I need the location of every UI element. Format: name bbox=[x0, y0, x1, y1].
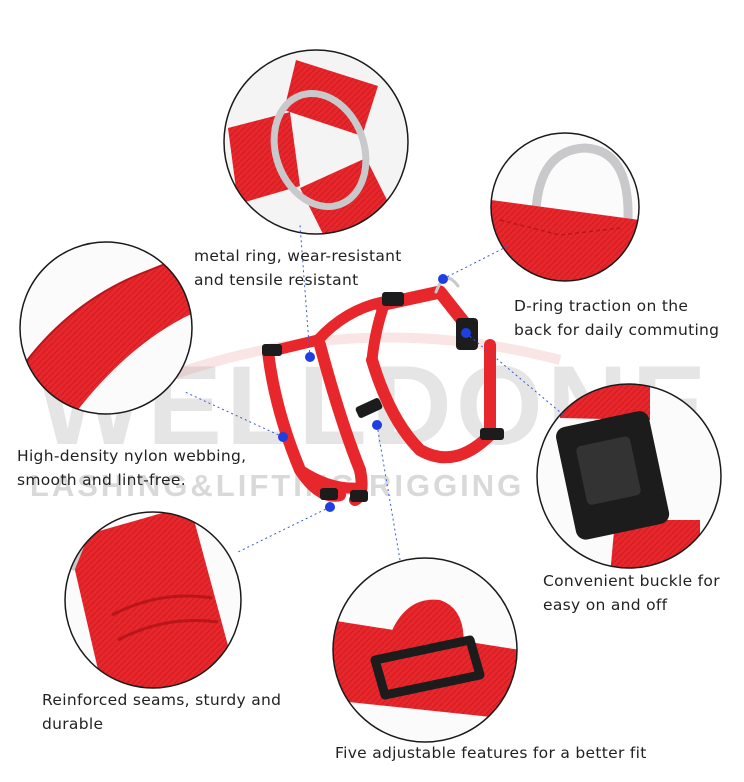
callout-dots bbox=[278, 274, 471, 512]
callout-lines bbox=[184, 224, 567, 561]
slider-adjuster-icon bbox=[370, 635, 485, 700]
label-metal-ring: metal ring, wear-resistant and tensile r… bbox=[194, 247, 402, 289]
callout-seams bbox=[64, 511, 242, 689]
metal-ring-icon bbox=[270, 89, 370, 211]
d-ring-icon bbox=[531, 143, 633, 221]
label-d-ring: D-ring traction on the back for daily co… bbox=[514, 297, 720, 339]
callout-nylon-webbing bbox=[19, 241, 193, 415]
label-adjustable: Five adjustable features for a better fi… bbox=[335, 744, 647, 762]
label-seams: Reinforced seams, sturdy and durable bbox=[42, 691, 282, 733]
callout-buckle bbox=[536, 383, 722, 569]
callout-metal-ring bbox=[223, 49, 409, 235]
callout-adjustable bbox=[332, 557, 518, 743]
label-buckle: Convenient buckle for easy on and off bbox=[543, 572, 720, 614]
label-nylon-webbing: High-density nylon webbing, smooth and l… bbox=[17, 447, 247, 489]
dog-harness bbox=[262, 276, 504, 506]
callout-d-ring bbox=[490, 132, 640, 282]
